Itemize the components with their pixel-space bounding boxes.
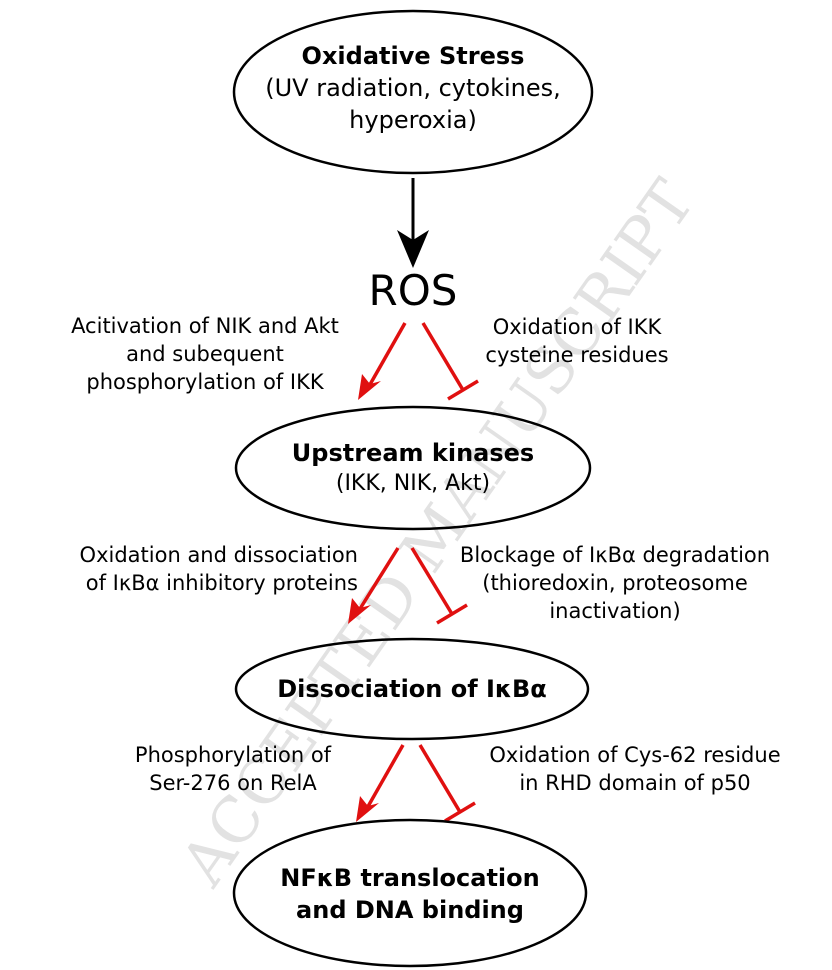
upstream-kinases-line2: (IKK, NIK, Akt) xyxy=(335,471,491,496)
inhibition-bar-2 xyxy=(410,547,468,625)
nfkb-ellipse xyxy=(232,818,588,968)
blockage-line1: Blockage of IκBα degradation xyxy=(459,543,771,567)
ikba-oxidation-line2: of IκBα inhibitory proteins xyxy=(85,571,358,595)
oxidative-stress-node: Oxidative Stress (UV radiation, cytokine… xyxy=(234,40,592,136)
phosphorylation-line1: Phosphorylation of xyxy=(134,743,332,767)
activation-label-line3: phosphorylation of IKK xyxy=(86,370,324,394)
phosphorylation-line2: Ser-276 on RelA xyxy=(149,771,317,795)
activation-arrow-1 xyxy=(358,322,407,400)
dissociation-node: Dissociation of IκBα xyxy=(236,673,588,705)
ros-label: ROS xyxy=(368,266,458,315)
blockage-label: Blockage of IκBα degradation (thioredoxi… xyxy=(425,541,805,625)
ikk-oxidation-line2: cysteine residues xyxy=(485,343,669,367)
inhibition-bar-3 xyxy=(418,744,476,823)
cys62-line2: in RHD domain of p50 xyxy=(519,771,751,795)
oxidative-stress-line2: (UV radiation, cytokines, xyxy=(265,74,561,102)
dissociation-ellipse xyxy=(234,637,590,741)
nfkb-line1: NFκB translocation xyxy=(280,864,540,892)
ikba-oxidation-line1: Oxidation and dissociation xyxy=(79,543,358,567)
nfkb-node: NFκB translocation and DNA binding xyxy=(234,862,586,926)
oxidative-stress-line3: hyperoxia) xyxy=(349,106,477,134)
dissociation-title: Dissociation of IκBα xyxy=(277,675,547,703)
blockage-line2: (thioredoxin, proteosome xyxy=(482,571,748,595)
ikk-oxidation-label: Oxidation of IKK cysteine residues xyxy=(462,313,692,369)
ikk-oxidation-line1: Oxidation of IKK xyxy=(492,315,662,339)
inhibition-bar-1 xyxy=(421,322,479,401)
blockage-line3: inactivation) xyxy=(549,599,681,623)
upstream-kinases-ellipse xyxy=(234,405,592,531)
oxidative-stress-ellipse xyxy=(232,9,594,175)
activation-label-line1: Acitivation of NIK and Akt xyxy=(71,314,339,338)
phosphorylation-label: Phosphorylation of Ser-276 on RelA xyxy=(108,741,358,797)
upstream-kinases-title: Upstream kinases xyxy=(291,439,535,467)
cys62-label: Oxidation of Cys-62 residue in RHD domai… xyxy=(450,741,820,797)
activation-label: Acitivation of NIK and Akt and subequent… xyxy=(40,312,370,396)
activation-label-line2: and subequent xyxy=(126,342,284,366)
activation-arrow-2 xyxy=(348,547,400,624)
upstream-kinases-node: Upstream kinases (IKK, NIK, Akt) xyxy=(236,437,590,499)
ikba-oxidation-label: Oxidation and dissociation of IκBα inhib… xyxy=(28,541,358,597)
stress-to-ros-arrow xyxy=(397,178,429,268)
activation-arrow-3 xyxy=(356,744,405,822)
nfkb-line2: and DNA binding xyxy=(296,896,524,924)
cys62-line1: Oxidation of Cys-62 residue xyxy=(489,743,781,767)
oxidative-stress-title: Oxidative Stress xyxy=(301,42,525,70)
